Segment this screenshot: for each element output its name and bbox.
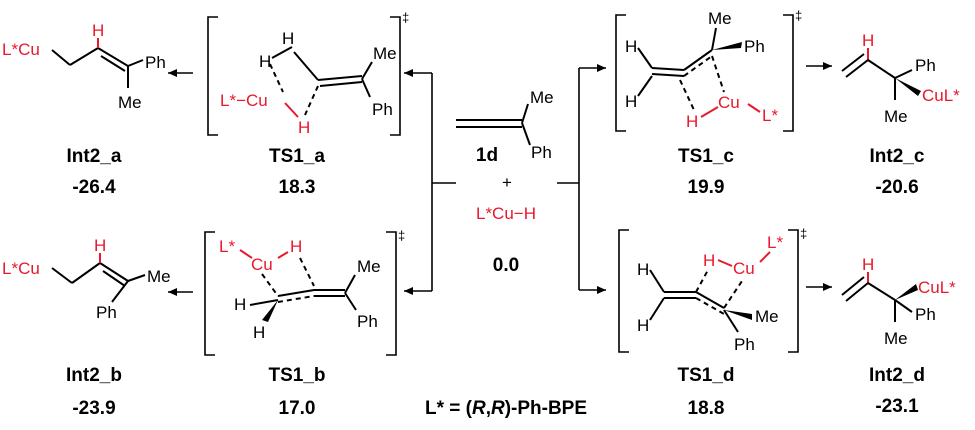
ts1-d-cu: Cu	[733, 259, 755, 278]
ts1-c-me: Me	[708, 9, 732, 28]
int2-d-ph: Ph	[915, 305, 936, 324]
int2-c-ph: Ph	[915, 56, 936, 75]
ts1-d-h-hydride: H	[703, 251, 715, 270]
int2-b-h: H	[94, 236, 106, 255]
left-branch-arrows	[404, 69, 456, 295]
ts1-b-l: L*	[219, 237, 235, 256]
ts1-a-energy: 18.3	[279, 177, 316, 198]
int2-c-name: Int2_c	[870, 146, 925, 167]
ts1-a-name: TS1_a	[269, 146, 325, 167]
ts1-b-name: TS1_b	[268, 365, 325, 386]
ts1-b-dagger: ‡	[398, 228, 405, 243]
ts1-d-l: L*	[767, 233, 783, 252]
ts1-c-l: L*	[762, 106, 778, 125]
ts1-a-h-hydride: H	[298, 118, 310, 137]
int2-c-h: H	[862, 31, 874, 50]
int2-a-structure: L*Cu H Ph Me	[2, 21, 166, 112]
int2-b-cu: L*Cu	[2, 259, 40, 278]
ts1-b-me: Me	[357, 257, 381, 276]
plus-sign: +	[502, 173, 512, 192]
ts1-d-h1: H	[637, 260, 649, 279]
copper-hydride-label: L*Cu−H	[476, 204, 536, 223]
ts1-a-h2: H	[282, 29, 294, 48]
ts1-c-structure: ‡ H H Me Ph Cu H L*	[615, 8, 802, 132]
ts1-c-name: TS1_c	[678, 146, 734, 167]
int2-c-cu: CuL*	[922, 86, 960, 105]
reactant-energy: 0.0	[493, 255, 519, 276]
int2-d-energy: -23.1	[875, 396, 919, 417]
ts1-b-cu: Cu	[251, 255, 273, 274]
ts1-c-ph: Ph	[744, 37, 765, 56]
int2-d-cu: CuL*	[918, 278, 956, 297]
int2-b-energy: -23.9	[72, 398, 115, 419]
ts1-b-structure: ‡ L* Cu H Me Ph H H	[204, 228, 405, 356]
int2-d-name: Int2_d	[869, 365, 925, 386]
ts1-b-h2: H	[234, 295, 246, 314]
ts1-a-ph: Ph	[372, 100, 393, 119]
ts1-c-h1: H	[625, 37, 637, 56]
reactant-1d: Me Ph 1d	[456, 88, 554, 166]
ts1-d-me: Me	[755, 307, 779, 326]
int2-d-me: Me	[884, 329, 908, 348]
ts1-d-structure: ‡ H Cu L* H H Me Ph	[618, 226, 807, 354]
ligand-definition: L* = (R,R)-Ph-BPE	[425, 398, 587, 419]
ts1-d-h2: H	[637, 316, 649, 335]
ts1-c-dagger: ‡	[795, 8, 802, 23]
ts1-a-dagger: ‡	[402, 10, 409, 25]
ts1-a-cu: L*−Cu	[220, 91, 268, 110]
ts1-c-h2: H	[625, 92, 637, 111]
ts1-b-h-hydride: H	[290, 237, 302, 256]
reactant-ph-label: Ph	[531, 143, 552, 162]
int2-d-h: H	[862, 255, 874, 274]
int2-c-energy: -20.6	[875, 177, 918, 198]
reactant-name: 1d	[476, 145, 498, 166]
ts1-d-dagger: ‡	[800, 226, 807, 241]
ts1-d-name: TS1_d	[677, 365, 734, 386]
int2-c-me: Me	[884, 107, 908, 126]
int2-a-name: Int2_a	[67, 146, 122, 167]
int2-a-me: Me	[118, 93, 142, 112]
right-branch-arrows	[557, 64, 606, 294]
ts1-d-ph: Ph	[734, 335, 755, 354]
int2-a-cu: L*Cu	[2, 40, 40, 59]
int2-b-ph: Ph	[96, 303, 117, 322]
ts1-a-structure: ‡ H H Me Ph L*−Cu H	[207, 10, 409, 137]
ts1-c-h-hydride: H	[686, 112, 698, 131]
ts1-c-cu: Cu	[718, 93, 740, 112]
int2-c-structure: H Ph CuL* Me	[841, 31, 960, 126]
int2-d-structure: H CuL* Ph Me	[841, 255, 956, 348]
ts1-a-me: Me	[373, 44, 397, 63]
ts1-b-energy: 17.0	[279, 398, 316, 419]
ts1-d-energy: 18.8	[688, 398, 725, 419]
int2-a-energy: -26.4	[72, 177, 116, 198]
int2-b-structure: L*Cu H Me Ph	[2, 236, 171, 322]
int2-a-ph: Ph	[145, 53, 166, 72]
ts1-a-h1: H	[259, 52, 271, 71]
ts1-c-energy: 19.9	[688, 177, 725, 198]
int2-b-name: Int2_b	[66, 365, 122, 386]
ts1-b-ph: Ph	[357, 312, 378, 331]
int2-a-h: H	[92, 21, 104, 40]
reactant-me-label: Me	[530, 88, 554, 107]
int2-b-me: Me	[147, 267, 171, 286]
ts1-b-h3: H	[253, 323, 265, 342]
